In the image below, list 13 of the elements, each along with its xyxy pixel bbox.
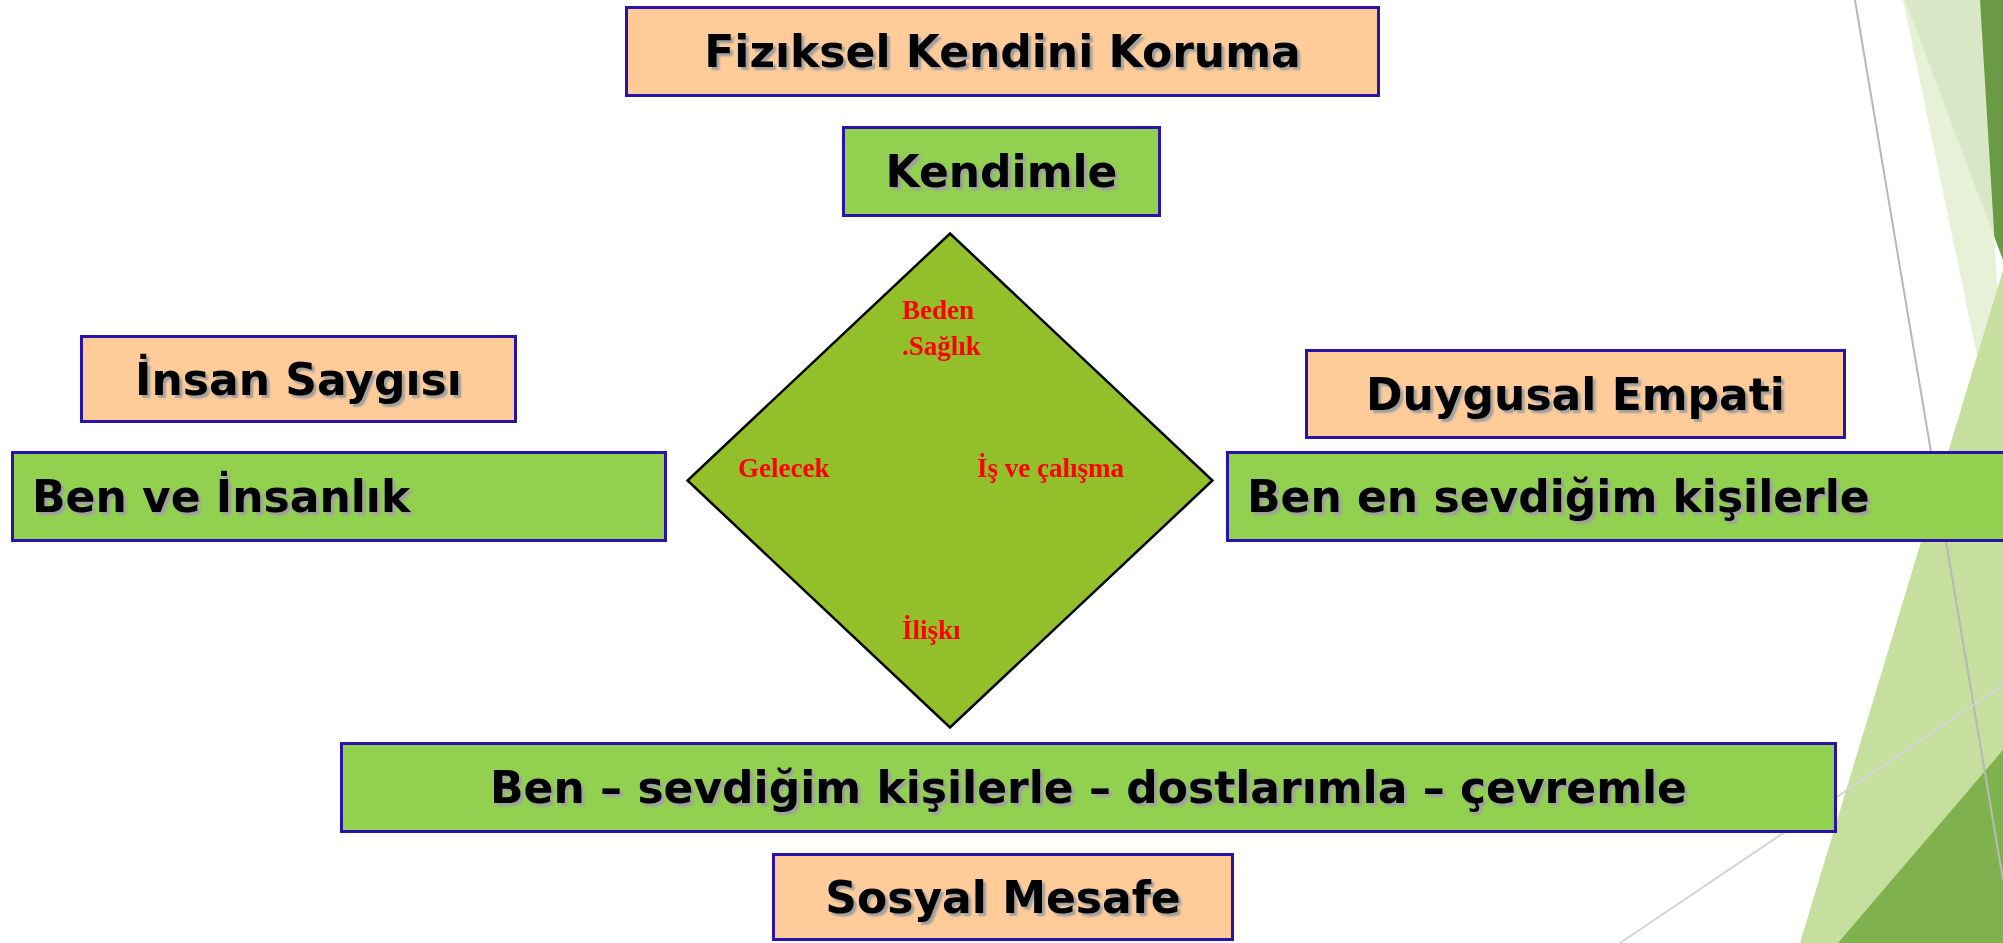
text-box: Fizıksel Kendini Koruma bbox=[625, 6, 1380, 97]
diamond-label: İlişkı bbox=[902, 614, 962, 647]
diamond-label: İş ve çalışma bbox=[977, 452, 1125, 485]
diamond-shape bbox=[686, 232, 1214, 729]
diamond-label: Beden .Sağlık bbox=[902, 294, 982, 364]
text-box: Ben en sevdiğim kişilerle bbox=[1226, 451, 2003, 542]
text-box: Kendimle bbox=[842, 126, 1161, 217]
text-box: Ben – sevdiğim kişilerle – dostlarımla – çevremle bbox=[340, 742, 1837, 833]
text-box: İnsan Saygısı bbox=[80, 335, 517, 423]
diamond-label: Gelecek bbox=[738, 452, 831, 485]
text-box: Duygusal Empati bbox=[1305, 349, 1846, 439]
text-box: Ben ve İnsanlık bbox=[11, 451, 667, 542]
text-box: Sosyal Mesafe bbox=[772, 853, 1234, 941]
